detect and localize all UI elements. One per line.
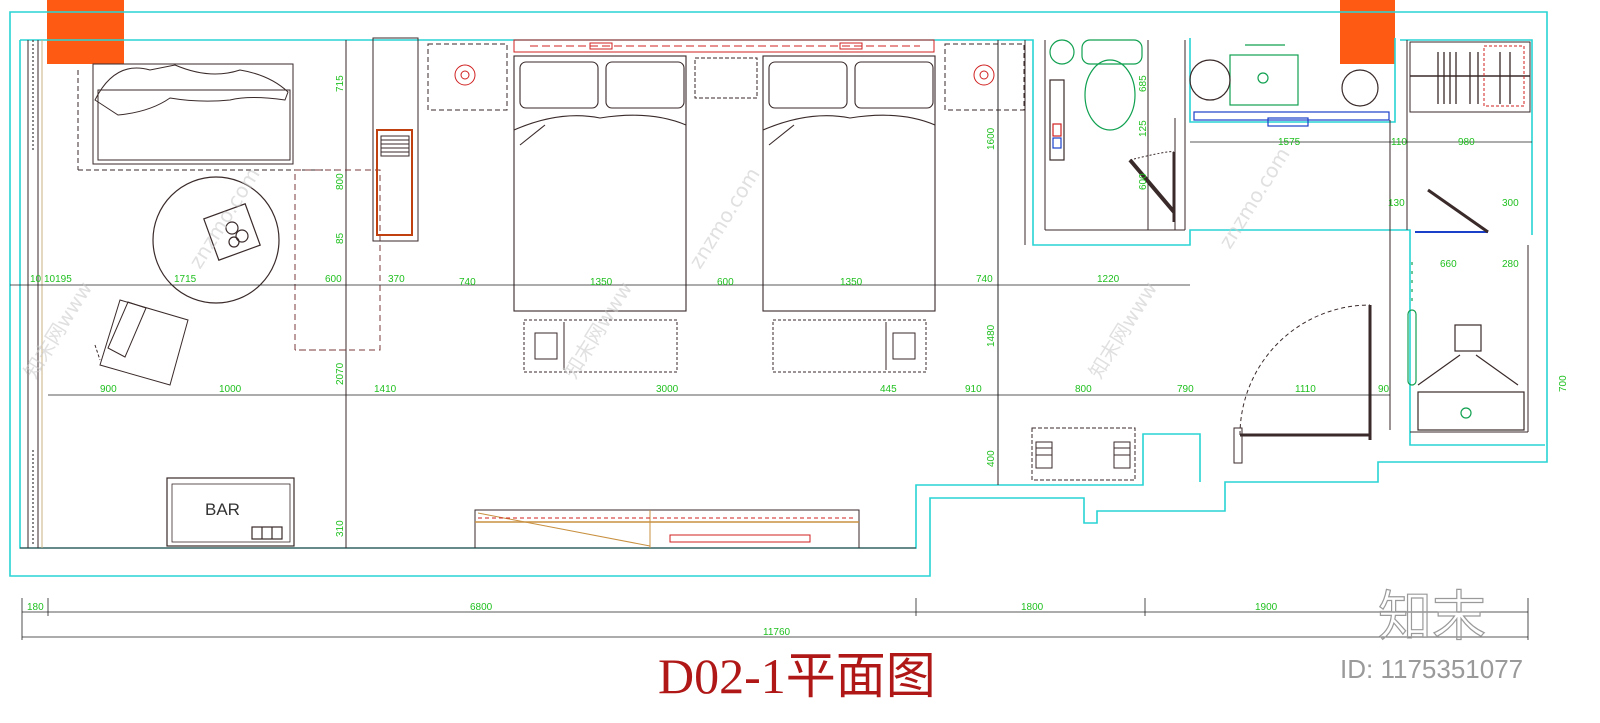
dim-bath-v-0: 685 bbox=[1138, 75, 1149, 92]
id-label: ID: 1175351077 bbox=[1340, 654, 1523, 684]
toilet-room bbox=[1049, 39, 1143, 161]
window-blinds bbox=[32, 40, 43, 548]
dim-row1-7: 600 bbox=[717, 277, 734, 288]
coffee-table bbox=[152, 176, 280, 304]
luggage-cabinet bbox=[372, 37, 419, 242]
outer-walls bbox=[9, 11, 1548, 577]
bed-bench-right bbox=[772, 319, 927, 373]
dim-row2-1: 1000 bbox=[219, 384, 242, 395]
dim-row1-0: 10 bbox=[30, 274, 42, 285]
dim-bottom-3: 1900 bbox=[1255, 602, 1278, 613]
sofa bbox=[77, 63, 340, 171]
shower-door bbox=[1415, 188, 1489, 234]
bar-label: BAR bbox=[205, 500, 240, 519]
dim-bath-h-0: 1575 bbox=[1278, 137, 1301, 148]
dim-row1-1: 10195 bbox=[44, 274, 72, 285]
dim-mid-v-1: 1480 bbox=[986, 324, 997, 347]
logo-mark: 知末 bbox=[1378, 585, 1486, 648]
tv-desk-counter bbox=[474, 509, 860, 549]
vanity bbox=[1189, 44, 1390, 127]
dim-right-v: 700 bbox=[1558, 375, 1569, 392]
dim-row2-2: 1410 bbox=[374, 384, 397, 395]
dim-left-v-0: 715 bbox=[335, 75, 346, 92]
watermark-1: znzmo.com bbox=[184, 163, 265, 273]
bar-counter bbox=[166, 477, 295, 547]
bed-left bbox=[513, 55, 687, 312]
toilet-door bbox=[1128, 151, 1176, 222]
luggage-rack bbox=[1031, 427, 1136, 481]
dim-left-v-4: 310 bbox=[335, 520, 346, 537]
dim-left-v-3: 2070 bbox=[335, 362, 346, 385]
watermark-cn-2: 知末网www bbox=[559, 277, 637, 382]
dim-bath-h-1: 110 bbox=[1391, 137, 1407, 148]
dim-bath-h-4: 300 bbox=[1502, 198, 1519, 209]
dim-bath-h-6: 280 bbox=[1502, 259, 1519, 270]
nightstand-left bbox=[427, 43, 508, 111]
dim-bath-h-3: 130 bbox=[1388, 198, 1405, 209]
bed-divider-table bbox=[694, 57, 758, 99]
dim-row2-8: 1110 bbox=[1295, 384, 1316, 395]
dim-row2-3: 3000 bbox=[656, 384, 679, 395]
nightstand-right bbox=[944, 43, 1025, 111]
dim-bath-h-2: 980 bbox=[1458, 137, 1475, 148]
dim-total: 11760 bbox=[763, 627, 791, 638]
dim-mid-v-2: 400 bbox=[986, 450, 997, 467]
column-right bbox=[1340, 0, 1395, 64]
headboard bbox=[513, 39, 935, 53]
dashed-zones bbox=[294, 169, 381, 351]
bed-bench-left bbox=[523, 319, 678, 373]
entrance-door bbox=[1233, 304, 1372, 464]
dim-bottom-0: 180 bbox=[27, 602, 44, 613]
watermark-cn-1: 知末网www bbox=[19, 277, 97, 382]
dim-row1-5: 740 bbox=[459, 277, 476, 288]
dim-left-v-2: 85 bbox=[335, 232, 346, 244]
dim-bottom-1: 6800 bbox=[470, 602, 493, 613]
column-left bbox=[47, 0, 124, 64]
dim-row1-8: 1350 bbox=[840, 277, 863, 288]
watermark-3: znzmo.com bbox=[1214, 143, 1295, 253]
watermark-2: znzmo.com bbox=[684, 163, 765, 273]
bed-right bbox=[762, 55, 936, 312]
dimension-lines bbox=[10, 42, 1532, 640]
dim-row2-0: 900 bbox=[100, 384, 117, 395]
watermark-cn-3: 知末网www bbox=[1084, 277, 1162, 382]
dim-left-v-1: 800 bbox=[335, 173, 346, 190]
dim-row1-9: 740 bbox=[976, 274, 993, 285]
dim-row2-6: 800 bbox=[1075, 384, 1092, 395]
dim-mid-v-0: 1600 bbox=[986, 127, 997, 150]
wardrobe bbox=[1409, 41, 1531, 113]
dim-bath-h-5: 660 bbox=[1440, 259, 1457, 270]
dim-row1-2: 1715 bbox=[174, 274, 197, 285]
shower bbox=[1407, 262, 1525, 431]
dim-row2-5: 910 bbox=[965, 384, 982, 395]
interior-lines bbox=[20, 40, 1529, 549]
armchair bbox=[94, 299, 189, 386]
dim-row2-9: 90 bbox=[1378, 384, 1390, 395]
dim-bath-v-2: 600 bbox=[1138, 173, 1149, 190]
dim-row1-4: 370 bbox=[388, 274, 405, 285]
dim-row1-3: 600 bbox=[325, 274, 342, 285]
dim-row2-4: 445 bbox=[880, 384, 897, 395]
dim-row1-10: 1220 bbox=[1097, 274, 1120, 285]
dim-row2-7: 790 bbox=[1177, 384, 1194, 395]
dim-bath-v-1: 125 bbox=[1138, 120, 1149, 137]
dim-bottom-2: 1800 bbox=[1021, 602, 1044, 613]
dim-row1-6: 1350 bbox=[590, 277, 613, 288]
drawing-title: D02-1平面图 bbox=[658, 648, 936, 704]
